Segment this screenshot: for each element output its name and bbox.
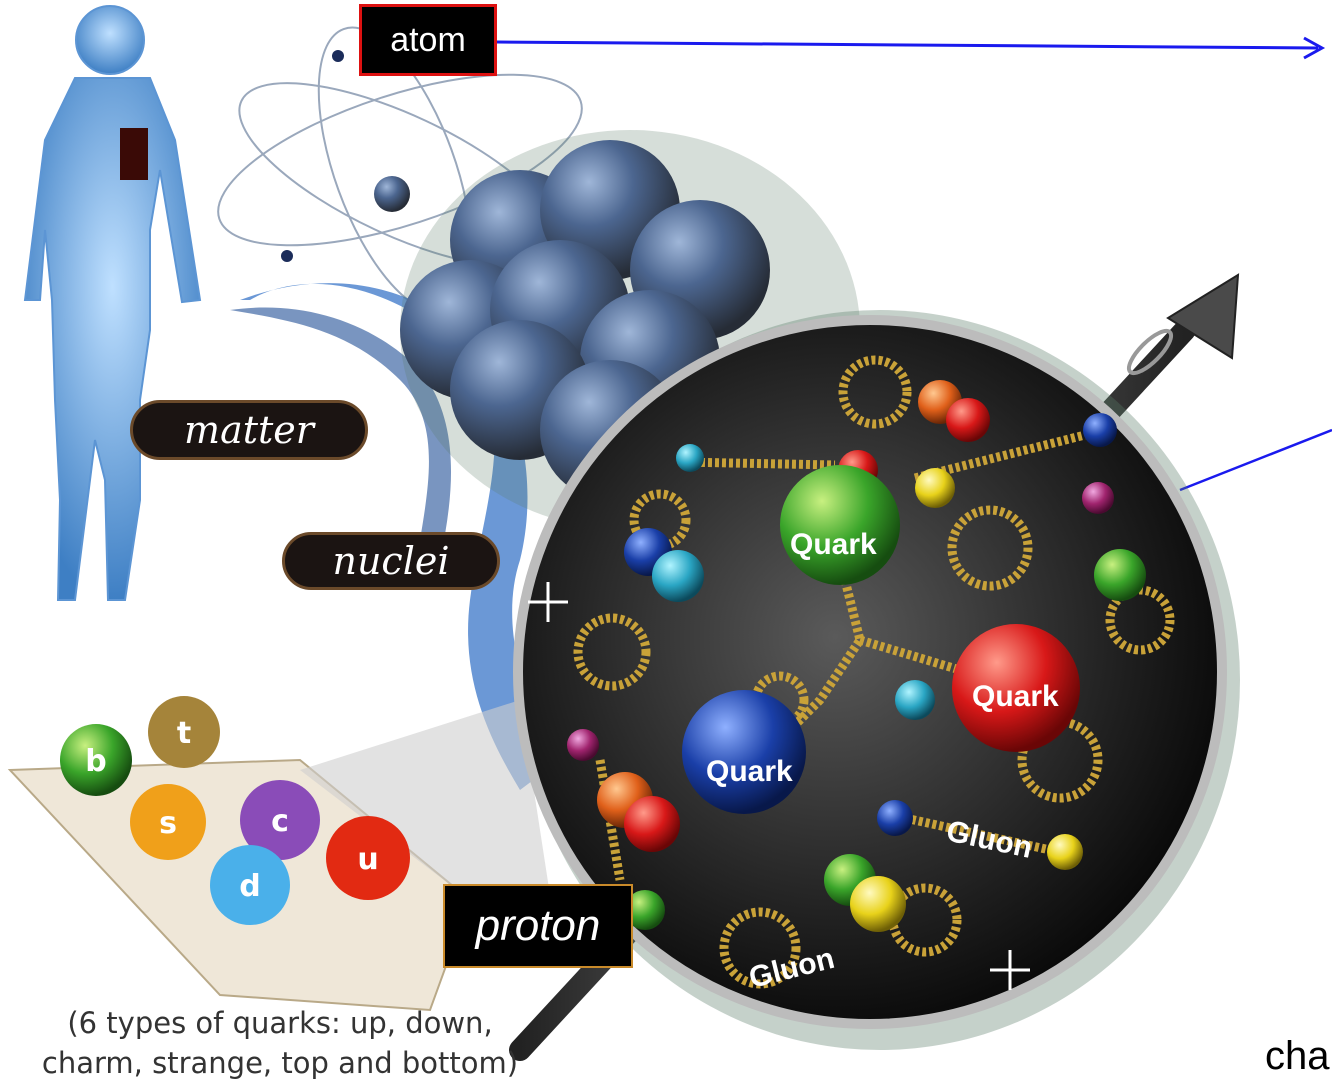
proton-pointer-line [1180, 430, 1332, 490]
quark-letter-d: d [239, 869, 260, 904]
quark-label-right: Quark [972, 680, 1059, 713]
caption-line-1: (6 types of quarks: up, down, [0, 1003, 560, 1043]
quark-letter-s: s [159, 806, 177, 841]
electron-icon [332, 50, 344, 62]
electron-icon [281, 250, 293, 262]
heart-icon [120, 128, 148, 180]
nuclei-label: nuclei [282, 532, 500, 590]
quark-green [780, 465, 900, 585]
caption-line-2: charm, strange, top and bottom) [0, 1043, 560, 1083]
quark-blue [682, 690, 806, 814]
quark-label-top: Quark [790, 528, 877, 561]
quark-letter-c: c [271, 804, 289, 839]
quark-label-left: Quark [706, 755, 793, 788]
atom-pointer-arrow [497, 38, 1322, 58]
atom-label: atom [359, 4, 497, 76]
cut-off-text: cha [1265, 1034, 1330, 1079]
matter-label: matter [130, 400, 368, 460]
quark-letter-b: b [85, 744, 106, 779]
proton-label: proton [443, 884, 633, 968]
quark-types-caption: (6 types of quarks: up, down, charm, str… [0, 1003, 560, 1083]
human-body-icon [25, 6, 200, 600]
quark-letter-t: t [177, 716, 191, 751]
quark-letter-u: u [357, 842, 378, 877]
atom-nucleus-icon [374, 176, 410, 212]
